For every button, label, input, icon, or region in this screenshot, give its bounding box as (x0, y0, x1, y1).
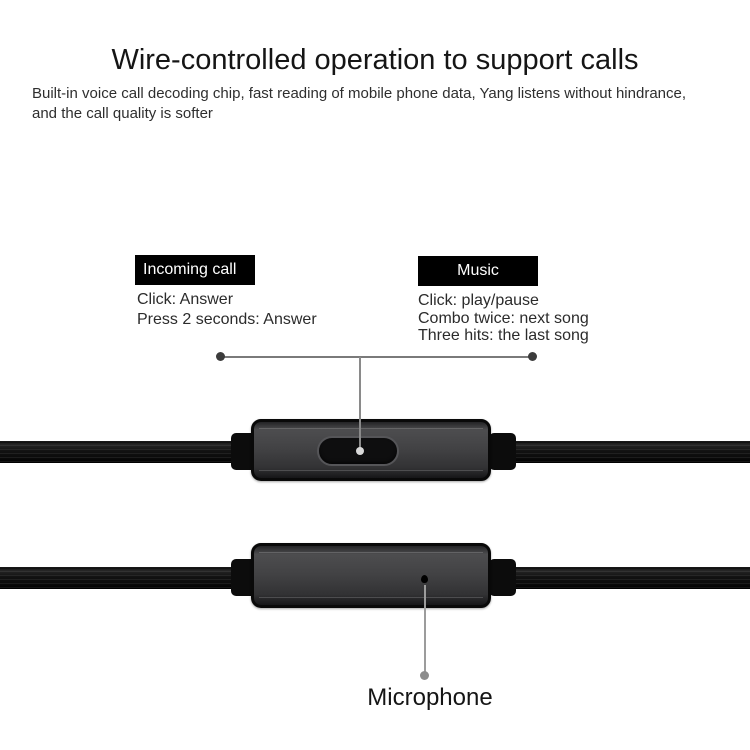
cable-strain-relief (489, 433, 516, 470)
callout-line-to-button (359, 357, 361, 451)
callout-line-to-microphone (424, 585, 426, 675)
remote-groove (259, 552, 483, 553)
music-instructions: Click: play/pause Combo twice: next song… (418, 292, 589, 345)
music-label: Music (457, 262, 499, 279)
button-target-dot (356, 447, 364, 455)
microphone-callout-dot (420, 671, 429, 680)
callout-horizontal-line (220, 356, 532, 358)
callout-left-end-dot (216, 352, 225, 361)
cable-strain-relief (489, 559, 516, 596)
incoming-call-instructions: Click: Answer Press 2 seconds: Answer (137, 290, 317, 330)
remote-groove (259, 428, 483, 429)
instruction-line: Click: play/pause (418, 292, 539, 309)
remote-groove (259, 597, 483, 598)
instruction-line: Combo twice: next song (418, 309, 589, 327)
remote-groove (259, 470, 483, 471)
music-label-box: Music (418, 256, 538, 286)
instruction-line: Three hits: the last song (418, 327, 589, 344)
earphone-cable (514, 567, 750, 589)
incoming-call-label: Incoming call (143, 261, 237, 278)
incoming-call-label-box: Incoming call (135, 255, 255, 285)
earphone-cable (514, 441, 750, 463)
earphone-cable (0, 441, 236, 463)
instruction-line: Click: Answer (137, 291, 234, 308)
microphone-hole (421, 575, 428, 583)
callout-right-end-dot (528, 352, 537, 361)
earphone-cable (0, 567, 236, 589)
inline-remote-back (251, 543, 491, 608)
page-subtitle: Built-in voice call decoding chip, fast … (32, 85, 687, 122)
instruction-line: Press 2 seconds: Answer (137, 311, 317, 328)
microphone-caption: Microphone (367, 684, 493, 711)
page-title: Wire-controlled operation to support cal… (111, 44, 639, 76)
